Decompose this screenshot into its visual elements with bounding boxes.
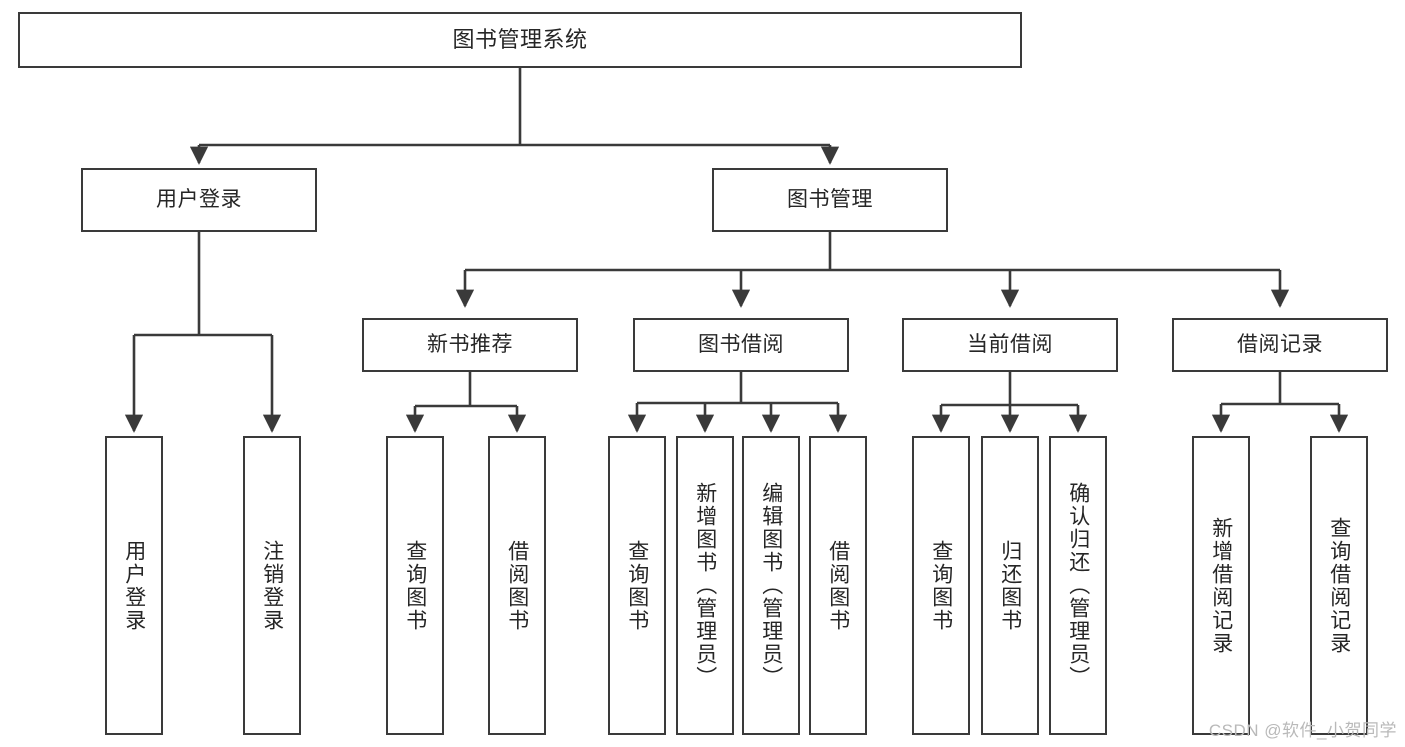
leaf-node-return-book[interactable]: 归还图书 (981, 436, 1039, 735)
node-label: 用户登录 (122, 539, 146, 632)
leaf-node-query-book-borrow[interactable]: 查询图书 (608, 436, 666, 735)
node-current-borrow[interactable]: 当前借阅 (902, 318, 1118, 372)
node-label: 借阅记录 (1237, 332, 1323, 356)
node-label: 查询图书 (625, 539, 649, 632)
node-label: 新书推荐 (427, 332, 513, 356)
node-label: 借阅图书 (826, 539, 850, 632)
node-label: 用户登录 (156, 187, 242, 211)
leaf-node-borrow-book[interactable]: 借阅图书 (809, 436, 867, 735)
node-label: 借阅图书 (505, 539, 529, 632)
node-label: 编辑图书（管理员） (759, 482, 783, 689)
leaf-node-add-book-admin[interactable]: 新增图书（管理员） (676, 436, 734, 735)
node-label: 图书管理 (787, 187, 873, 211)
leaf-node-borrow-book-recommend[interactable]: 借阅图书 (488, 436, 546, 735)
node-user-login[interactable]: 用户登录 (81, 168, 317, 232)
node-label: 查询图书 (403, 539, 427, 632)
leaf-node-edit-book-admin[interactable]: 编辑图书（管理员） (742, 436, 800, 735)
leaf-node-confirm-return-admin[interactable]: 确认归还（管理员） (1049, 436, 1107, 735)
leaf-node-query-borrow-record[interactable]: 查询借阅记录 (1310, 436, 1368, 735)
node-label: 图书管理系统 (452, 27, 588, 53)
leaf-node-query-book-recommend[interactable]: 查询图书 (386, 436, 444, 735)
node-label: 当前借阅 (967, 332, 1053, 356)
node-label: 查询图书 (929, 539, 953, 632)
node-label: 归还图书 (998, 539, 1022, 632)
node-new-book-recommend[interactable]: 新书推荐 (362, 318, 578, 372)
leaf-node-user-login[interactable]: 用户登录 (105, 436, 163, 735)
node-book-borrow[interactable]: 图书借阅 (633, 318, 849, 372)
node-label: 注销登录 (260, 539, 284, 632)
node-root-book-management-system[interactable]: 图书管理系统 (18, 12, 1022, 68)
node-label: 确认归还（管理员） (1066, 482, 1090, 689)
node-borrow-record[interactable]: 借阅记录 (1172, 318, 1388, 372)
node-label: 查询借阅记录 (1327, 516, 1351, 655)
node-book-manage[interactable]: 图书管理 (712, 168, 948, 232)
leaf-node-query-book-current[interactable]: 查询图书 (912, 436, 970, 735)
leaf-node-add-borrow-record[interactable]: 新增借阅记录 (1192, 436, 1250, 735)
node-label: 新增图书（管理员） (693, 482, 717, 689)
node-label: 新增借阅记录 (1209, 516, 1233, 655)
leaf-node-logout-login[interactable]: 注销登录 (243, 436, 301, 735)
node-label: 图书借阅 (698, 332, 784, 356)
csdn-watermark: CSDN @软件_小贺同学 (1208, 721, 1397, 740)
